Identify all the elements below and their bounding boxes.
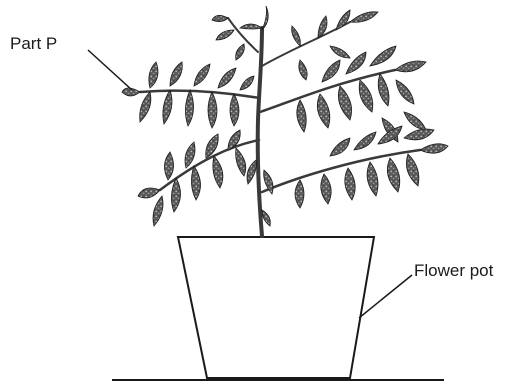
flower-pot-label: Flower pot xyxy=(414,261,494,280)
plant-leaves xyxy=(122,6,448,226)
part-p-leader-line xyxy=(88,50,132,90)
part-p-label: Part P xyxy=(10,34,57,53)
plant-stems xyxy=(140,18,420,236)
flower-pot xyxy=(178,237,374,378)
